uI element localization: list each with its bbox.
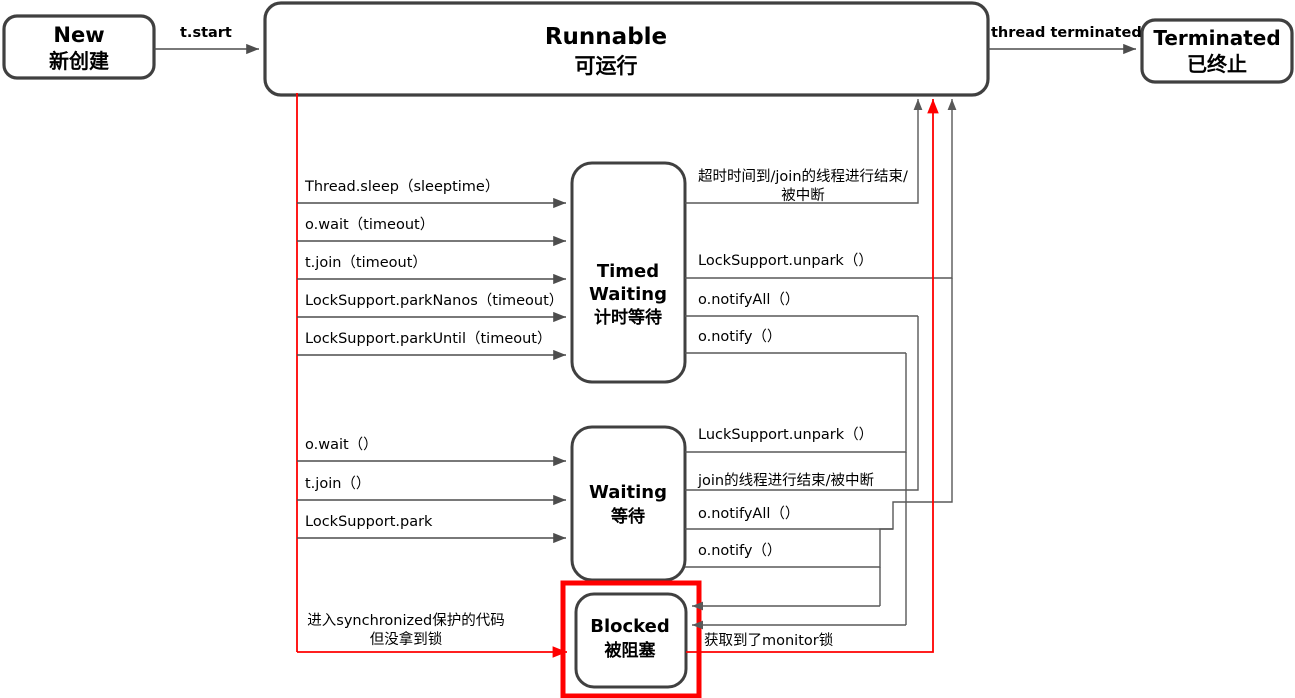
label-parkuntil: LockSupport.parkUntil（timeout）: [305, 330, 552, 347]
edge-label-thread-terminated: thread terminated: [991, 25, 1142, 41]
new-box-shape: [2, 14, 156, 80]
waiting-label-zh: 等待: [611, 506, 645, 527]
waiting-box-shape: [570, 425, 687, 582]
new-label-en: New: [53, 23, 104, 47]
label-parknanos: LockSupport.parkNanos（timeout）: [305, 292, 563, 309]
label-timed-unpark: LockSupport.unpark（）: [698, 252, 873, 269]
label-owait-timeout: o.wait（timeout）: [305, 216, 434, 233]
state-box-runnable[interactable]: Runnable 可运行: [263, 1, 990, 97]
label-park: LockSupport.park: [305, 514, 433, 530]
conn-waiting-join: [685, 316, 919, 491]
timed-waiting-label-zh: 计时等待: [594, 307, 662, 328]
terminated-label-zh: 已终止: [1187, 52, 1247, 76]
blocked-box-shape: [574, 592, 688, 689]
edges-to-timed-waiting: Thread.sleep（sleeptime） o.wait（timeout） …: [297, 178, 566, 361]
edge-waiting-notify: o.notify（）: [685, 528, 893, 568]
state-box-waiting[interactable]: Waiting 等待: [570, 425, 687, 582]
conn-got-monitor: [686, 99, 939, 653]
label-timeout-join-2: 被中断: [781, 187, 825, 204]
edge-waiting-unpark: LuckSupport.unpark（）: [685, 353, 907, 453]
label-timed-notifyall: o.notifyAll（）: [698, 291, 799, 308]
edges-to-waiting: o.wait（） t.join（） LockSupport.park: [297, 436, 566, 544]
label-waiting-notify: o.notify（）: [698, 542, 781, 559]
label-tjoin-timeout: t.join（timeout）: [305, 254, 427, 271]
new-label-zh: 新创建: [49, 49, 109, 73]
runnable-label-zh: 可运行: [575, 54, 638, 78]
edges-into-blocked: [692, 452, 907, 630]
edge-timed-timeout: 超时时间到/join的线程进行结束/ 被中断: [685, 99, 923, 204]
label-waiting-notifyall: o.notifyAll（）: [698, 505, 799, 522]
timed-waiting-box-shape: [570, 161, 687, 384]
label-waiting-join: join的线程进行结束/被中断: [697, 472, 874, 489]
label-timeout-join-1: 超时时间到/join的线程进行结束/: [698, 168, 908, 185]
edge-blocked-to-runnable: 获取到了monitor锁: [686, 99, 939, 653]
label-got-monitor: 获取到了monitor锁: [704, 632, 833, 649]
blocked-label-en: Blocked: [590, 616, 670, 637]
state-box-terminated[interactable]: Terminated 已终止: [1140, 18, 1294, 84]
edge-thread-terminated: thread terminated: [988, 25, 1142, 55]
waiting-label-en: Waiting: [589, 482, 667, 503]
edge-timed-notify: o.notify（）: [685, 328, 906, 354]
edge-t-start: t.start: [154, 25, 259, 55]
label-thread-sleep: Thread.sleep（sleeptime）: [304, 178, 499, 195]
label-owait: o.wait（）: [305, 436, 378, 453]
state-box-blocked[interactable]: Blocked 被阻塞: [560, 580, 702, 698]
blocked-label-zh: 被阻塞: [605, 640, 657, 661]
terminated-box-shape: [1140, 18, 1294, 84]
timed-waiting-label-en: Timed: [597, 261, 659, 282]
conn-timed-timeout: [685, 99, 923, 204]
terminated-label-en: Terminated: [1153, 26, 1280, 50]
label-tjoin: t.join（）: [305, 475, 370, 492]
state-box-new[interactable]: New 新创建: [2, 14, 156, 80]
label-timed-notify: o.notify（）: [698, 328, 781, 345]
label-enter-sync-1: 进入synchronized保护的代码: [307, 612, 504, 629]
edge-timed-notifyall: o.notifyAll（）: [685, 291, 918, 317]
edge-waiting-join: join的线程进行结束/被中断: [685, 316, 919, 491]
label-waiting-unpark: LuckSupport.unpark（）: [698, 426, 873, 443]
conn-waiting-notify: [685, 528, 893, 568]
blocked-highlight-rect: [560, 580, 702, 698]
conn-waiting-notifyall: [685, 278, 953, 530]
edge-waiting-notifyall: o.notifyAll（）: [685, 278, 953, 530]
timed-waiting-label-en2: Waiting: [589, 284, 667, 305]
edge-to-blocked: 进入synchronized保护的代码 但没拿到锁: [297, 612, 567, 658]
runnable-label-en: Runnable: [545, 24, 667, 50]
state-box-timed-waiting[interactable]: Timed Waiting 计时等待: [570, 161, 687, 384]
label-enter-sync-2: 但没拿到锁: [370, 630, 443, 648]
edge-label-t-start: t.start: [180, 25, 232, 41]
